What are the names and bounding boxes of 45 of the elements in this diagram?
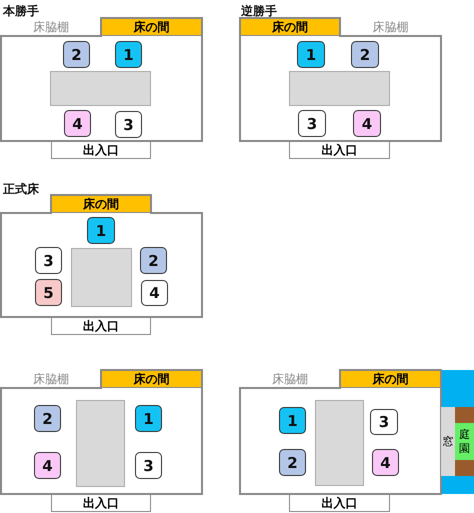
alcove-tab: 床の間 xyxy=(101,370,202,388)
seat-box: 4 xyxy=(372,449,399,476)
entrance-box: 出入口 xyxy=(51,494,151,512)
entrance-box: 出入口 xyxy=(51,317,151,335)
entrance-box: 出入口 xyxy=(289,494,390,512)
panel-title: 逆勝手 xyxy=(241,3,277,20)
shelf-label: 床脇棚 xyxy=(240,370,340,388)
seat-box: 1 xyxy=(279,407,306,434)
seat-box: 1 xyxy=(115,41,142,68)
seat-box: 3 xyxy=(135,452,162,479)
seat-box: 2 xyxy=(351,41,379,68)
seat-box: 1 xyxy=(297,41,325,68)
alcove-tab: 床の間 xyxy=(340,370,441,388)
seat-box: 5 xyxy=(35,279,62,306)
table-box xyxy=(50,71,151,106)
shelf-label: 床脇棚 xyxy=(1,18,101,36)
panel-title: 正式床 xyxy=(3,181,39,198)
table-box xyxy=(71,248,132,307)
alcove-tab: 床の間 xyxy=(101,18,202,36)
shelf-label: 床脇棚 xyxy=(340,18,441,36)
window-box: 窓 xyxy=(441,407,455,476)
seat-box: 2 xyxy=(34,405,61,432)
seat-box: 3 xyxy=(298,110,326,137)
garden-box: 庭園 xyxy=(455,423,474,460)
seat-box: 4 xyxy=(64,110,91,137)
entrance-box: 出入口 xyxy=(51,141,151,159)
seat-box: 2 xyxy=(140,247,167,274)
table-box xyxy=(76,400,125,487)
seat-box: 4 xyxy=(353,110,381,137)
alcove-tab: 床の間 xyxy=(51,195,151,213)
seat-box: 3 xyxy=(370,409,398,435)
table-box xyxy=(315,400,364,486)
alcove-tab: 床の間 xyxy=(240,18,340,36)
panel-title: 本勝手 xyxy=(3,3,39,20)
seat-box: 4 xyxy=(141,280,168,306)
seat-box: 3 xyxy=(35,247,62,274)
entrance-box: 出入口 xyxy=(289,141,390,159)
seat-box: 1 xyxy=(87,217,115,244)
table-box xyxy=(289,71,390,106)
seat-box: 1 xyxy=(135,405,162,432)
seat-box: 2 xyxy=(63,41,90,68)
shelf-label: 床脇棚 xyxy=(1,370,101,388)
seat-box: 2 xyxy=(279,449,306,476)
seat-box: 3 xyxy=(115,111,142,138)
seat-box: 4 xyxy=(34,452,61,479)
